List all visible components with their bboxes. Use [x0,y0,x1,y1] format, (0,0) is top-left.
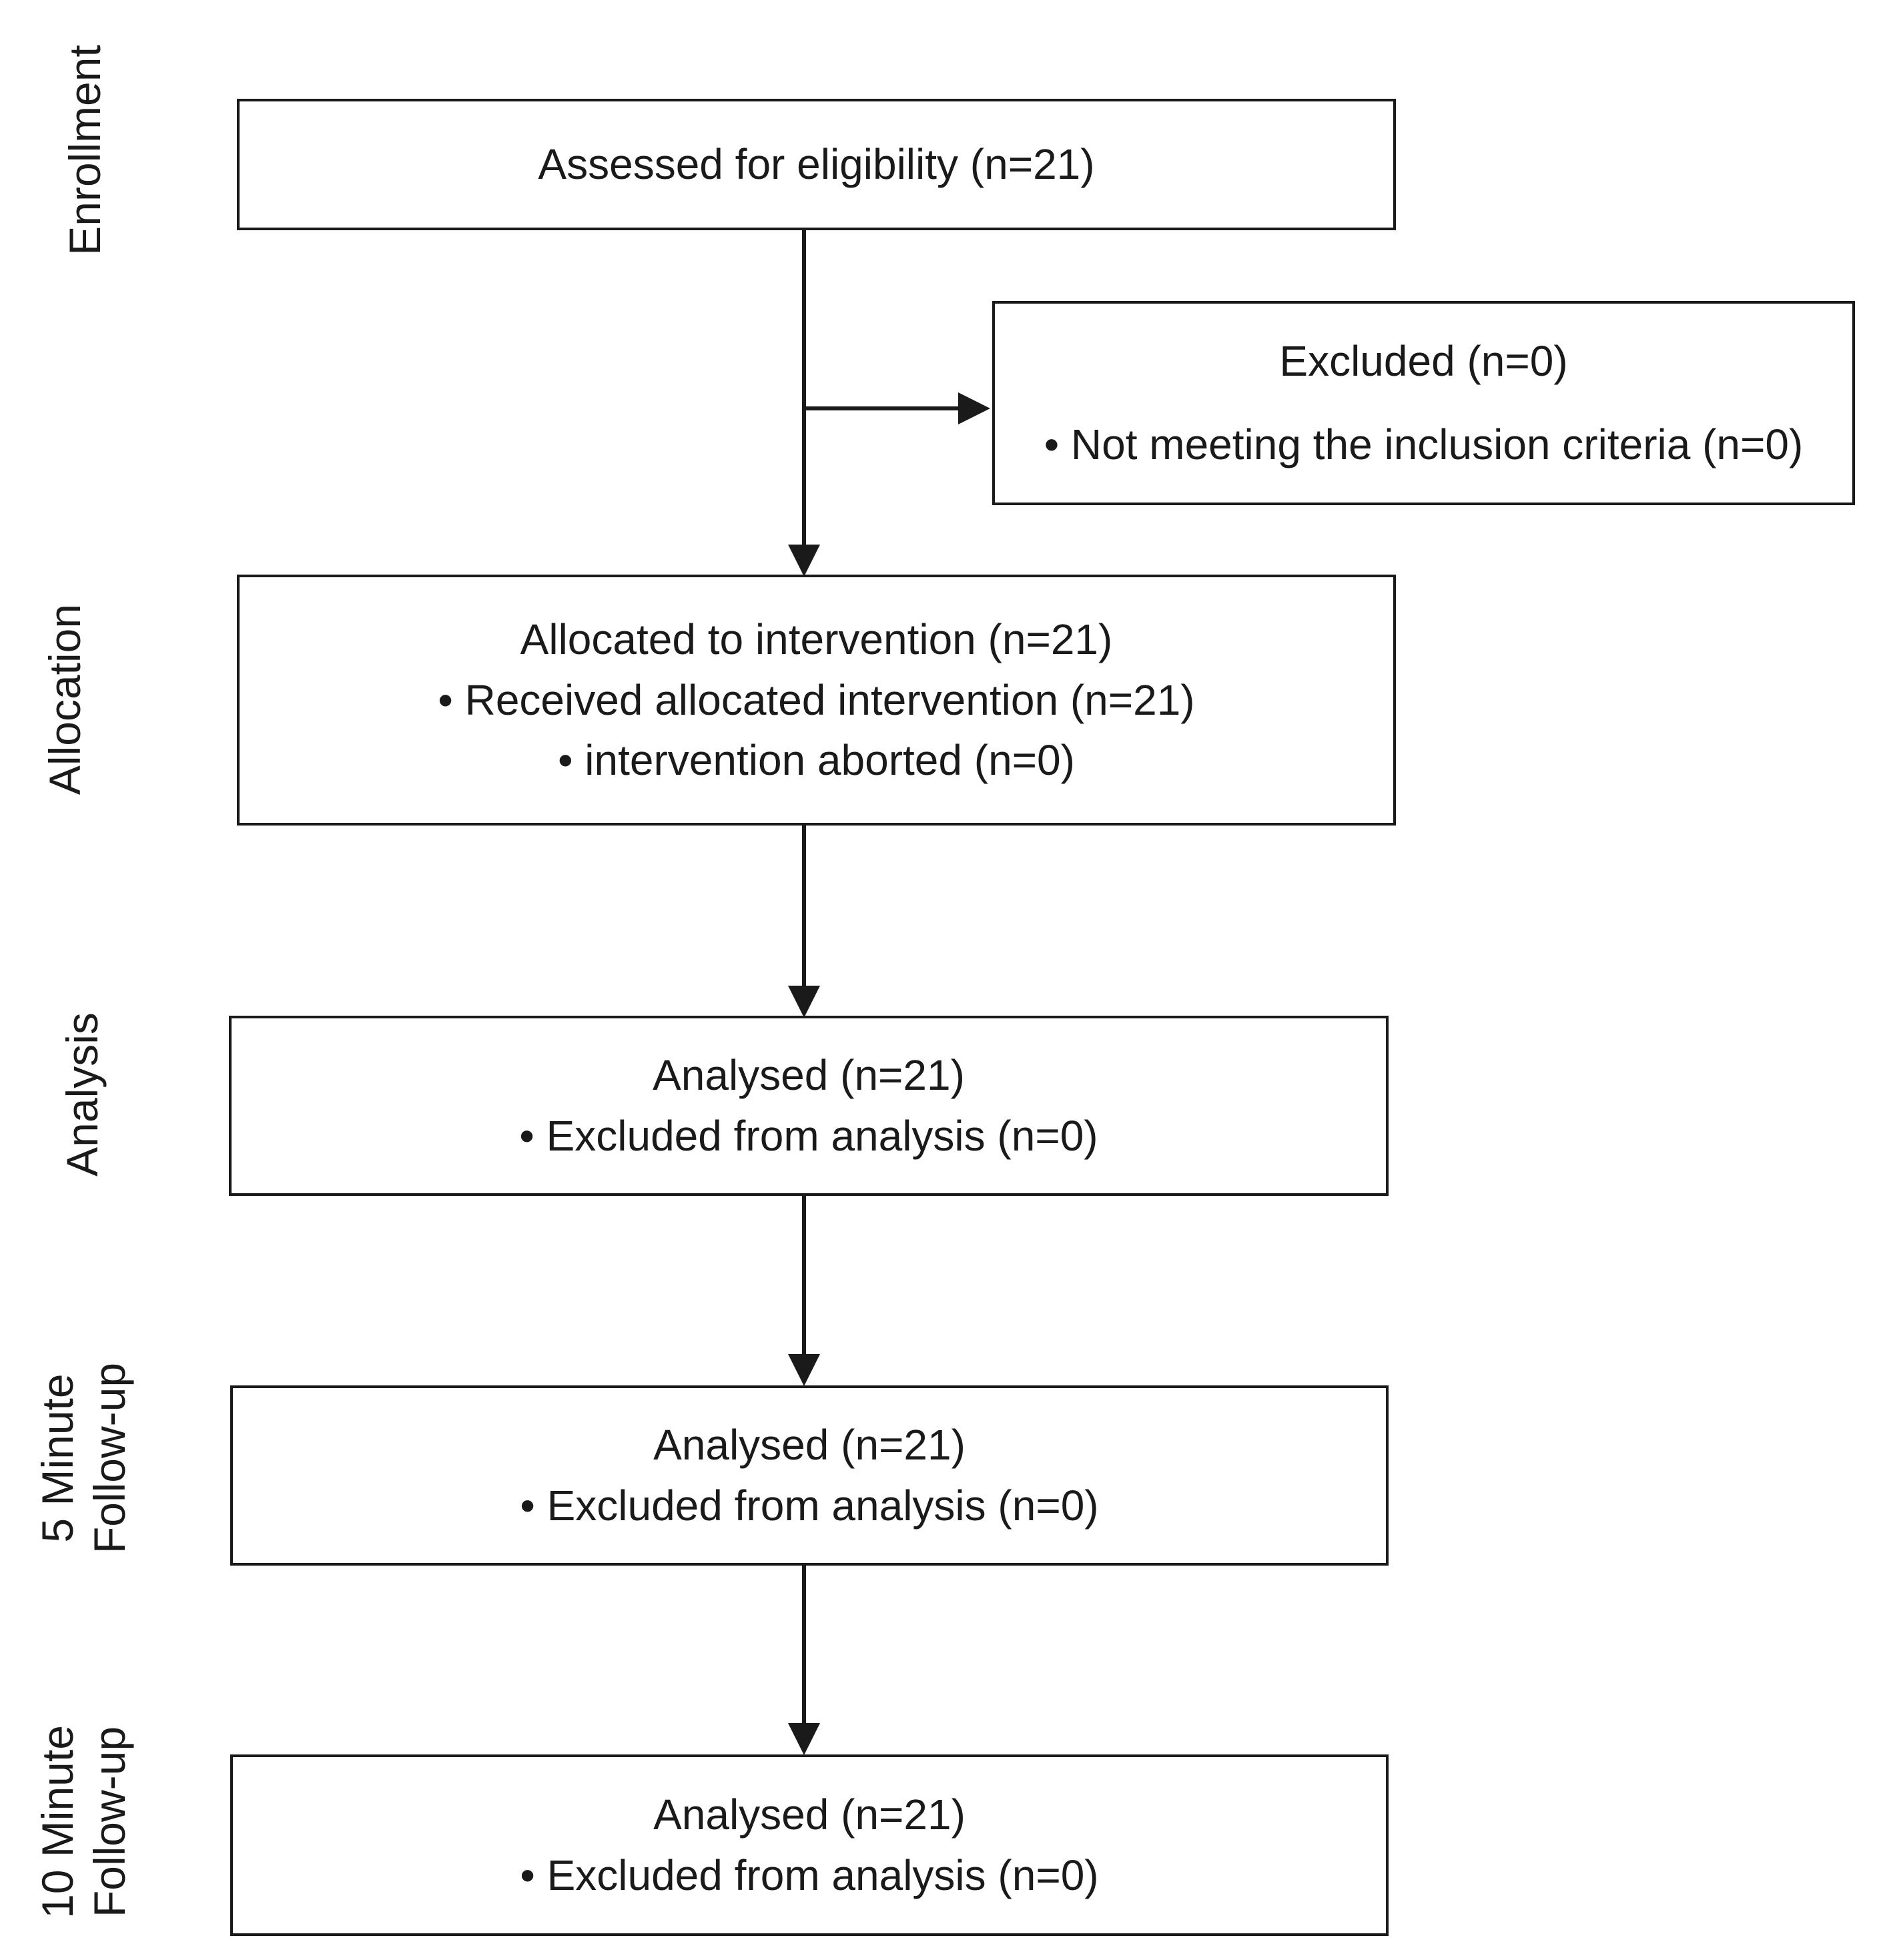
analysis-box-bullet: • Excluded from analysis (n=0) [519,1112,1098,1160]
excluded-box-bullet: • Not meeting the inclusion criteria (n=… [1044,420,1804,468]
allocation-box-title: Allocated to intervention (n=21) [520,615,1113,663]
analysis-box: Analysed (n=21) • Excluded from analysis… [229,1016,1389,1196]
assessed-box-title: Assessed for eligibility (n=21) [538,140,1095,189]
5-minute-box-title: Analysed (n=21) [653,1421,966,1469]
assessed-for-eligibility-box: Assessed for eligibility (n=21) [237,99,1396,230]
allocation-box-bullet-received: • Received allocated intervention (n=21) [438,675,1195,724]
10-minute-box-bullet: • Excluded from analysis (n=0) [520,1851,1099,1899]
10-minute-follow-up-box: Analysed (n=21) • Excluded from analysis… [230,1754,1389,1936]
analysis-box-title: Analysed (n=21) [653,1051,965,1100]
excluded-box-title: Excluded (n=0) [1279,337,1568,386]
10-minute-box-title: Analysed (n=21) [653,1790,966,1839]
5-minute-box-bullet: • Excluded from analysis (n=0) [520,1482,1099,1530]
allocation-box-bullet-aborted: • intervention aborted (n=0) [558,736,1075,785]
5-minute-follow-up-box: Analysed (n=21) • Excluded from analysis… [230,1385,1389,1566]
allocation-box: Allocated to intervention (n=21) • Recei… [237,575,1396,826]
excluded-box: Excluded (n=0) • Not meeting the inclusi… [992,301,1855,505]
